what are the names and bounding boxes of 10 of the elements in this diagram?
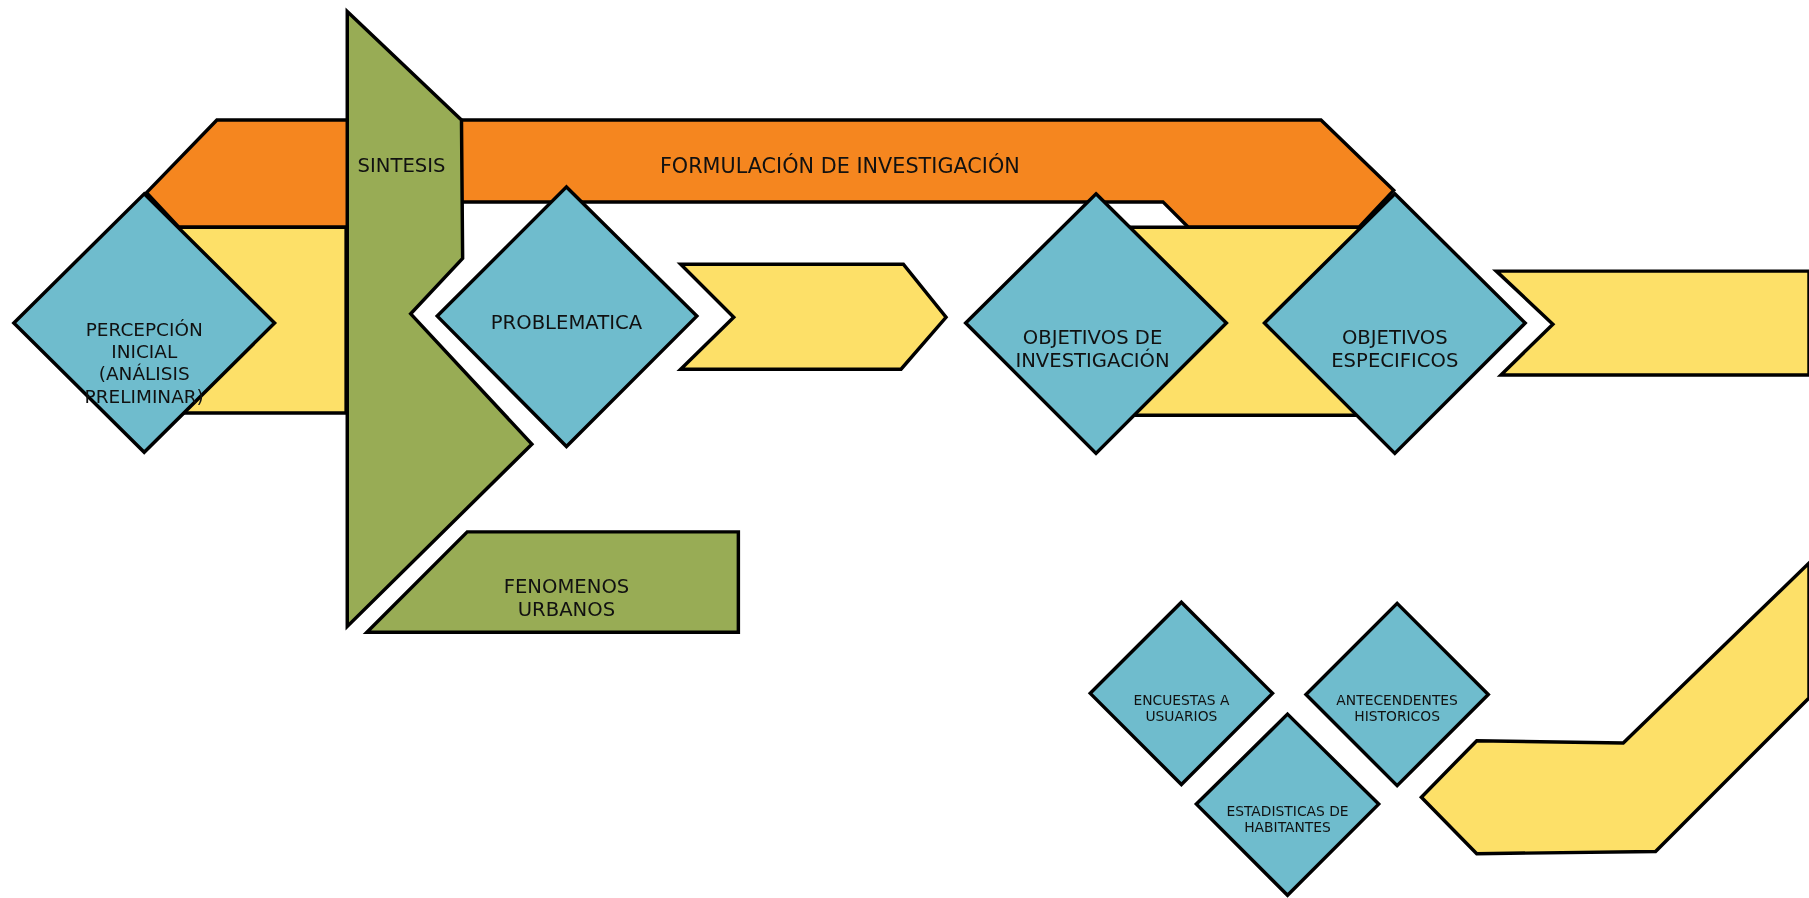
node-label: ANTECENDENTES HISTORICOS xyxy=(1335,692,1459,726)
node-label: FENOMENOS URBANOS xyxy=(502,574,631,622)
node-label: ESTADISTICAS DE HABITANTES xyxy=(1225,803,1350,837)
node-label: OBJETIVOS ESPECIFICOS xyxy=(1330,325,1460,373)
node-label: PROBLEMATICA xyxy=(489,310,644,334)
node-label: FORMULACIÓN DE INVESTIGACIÓN xyxy=(658,153,1021,179)
node-label: SINTESIS xyxy=(356,153,447,177)
node-label: PERCEPCIÓN INICIAL (ANÁLISIS PRELIMINAR) xyxy=(83,318,205,407)
node-label: ENCUESTAS A USUARIOS xyxy=(1132,692,1231,726)
node-label: OBJETIVOS DE INVESTIGACIÓN xyxy=(1014,325,1171,373)
